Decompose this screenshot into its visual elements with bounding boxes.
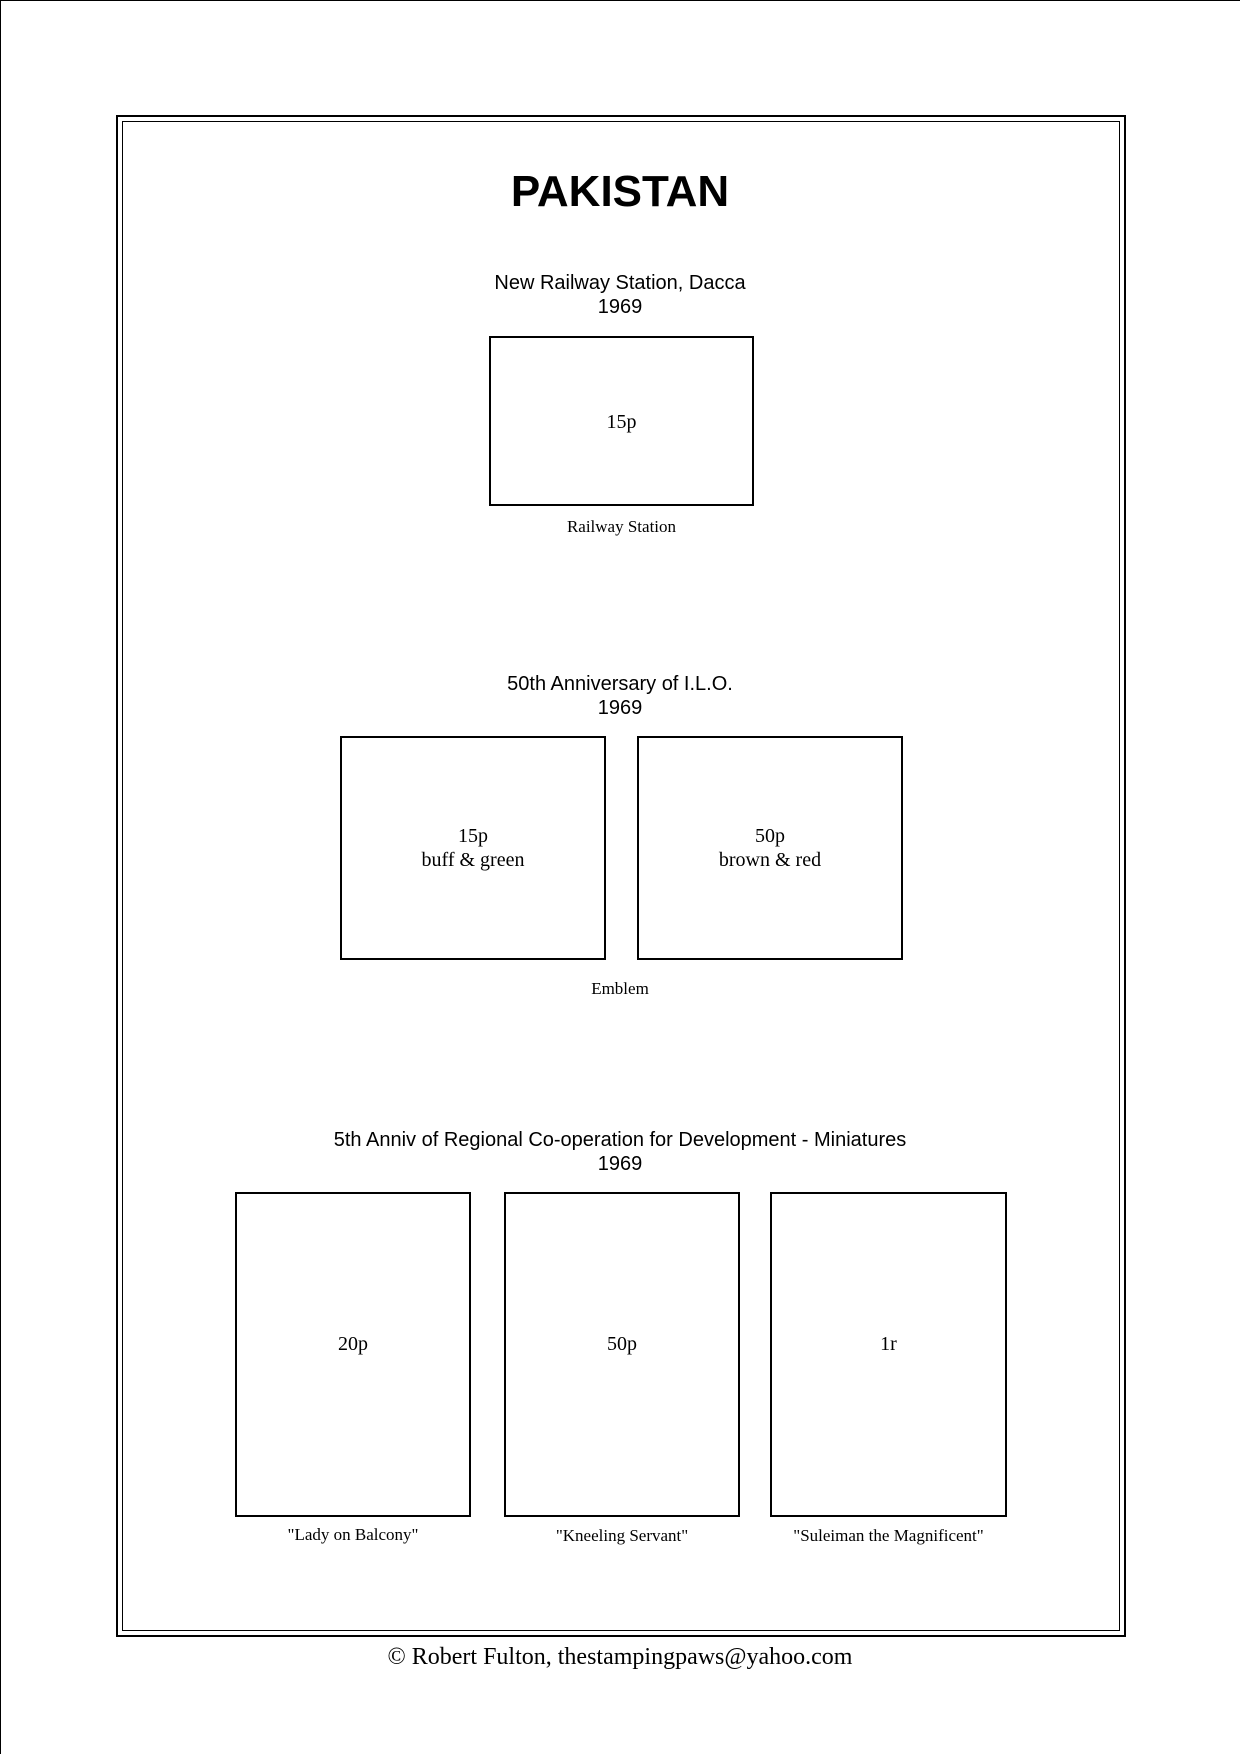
stamp-space-rcd-50p: 50p: [504, 1192, 740, 1517]
stamp-caption-suleiman: "Suleiman the Magnificent": [793, 1526, 984, 1545]
stamp-caption-ilo: Emblem: [591, 979, 649, 998]
stamp-caption-servant: "Kneeling Servant": [555, 1526, 689, 1545]
stamp-space-ilo-15p: 15p buff & green: [340, 736, 606, 960]
section-year-railway: 1969: [597, 296, 643, 318]
copyright-footer: © Robert Fulton, thestampingpaws@yahoo.c…: [387, 1644, 853, 1670]
section-year-rcd: 1969: [597, 1153, 643, 1175]
stamp-space-rcd-20p: 20p: [235, 1192, 471, 1517]
section-year-ilo: 1969: [597, 697, 643, 719]
section-title-railway: New Railway Station, Dacca: [494, 272, 746, 294]
stamp-caption-railway: Railway Station: [566, 517, 677, 536]
inner-frame: [122, 121, 1120, 1631]
stamp-value: 1r: [880, 1333, 897, 1355]
page-title: PAKISTAN: [510, 167, 730, 216]
stamp-color: brown & red: [718, 849, 822, 871]
stamp-value: 15p: [458, 825, 488, 847]
stamp-color: buff & green: [421, 849, 525, 871]
stamp-space-rcd-1r: 1r: [770, 1192, 1007, 1517]
stamp-value: 20p: [338, 1333, 368, 1355]
stamp-value: 50p: [755, 825, 785, 847]
stamp-value: 50p: [607, 1333, 637, 1355]
section-title-rcd: 5th Anniv of Regional Co-operation for D…: [333, 1129, 907, 1151]
stamp-space-ilo-50p: 50p brown & red: [637, 736, 903, 960]
stamp-value: 15p: [606, 411, 637, 433]
outer-frame: [116, 115, 1126, 1637]
section-title-ilo: 50th Anniversary of I.L.O.: [507, 673, 733, 695]
stamp-caption-lady: "Lady on Balcony": [287, 1525, 419, 1544]
stamp-space-railway-15p: 15p: [489, 336, 754, 506]
